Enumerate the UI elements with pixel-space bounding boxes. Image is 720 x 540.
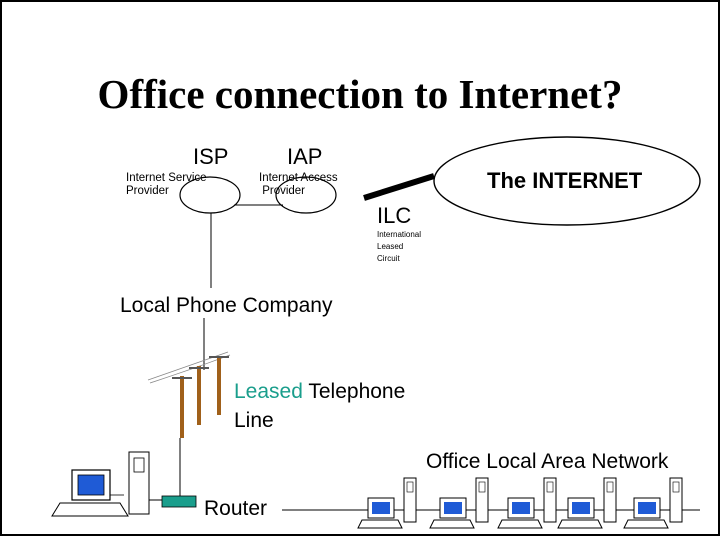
isp-label: ISP — [193, 144, 229, 169]
ilc-label: ILC — [377, 203, 412, 228]
telephone-poles-icon — [147, 351, 231, 438]
lan-workstation-icon — [623, 477, 683, 529]
leased-line2: Line — [234, 409, 274, 432]
iap-description: Internet Access Provider — [259, 172, 338, 197]
lan-workstation-icon — [497, 477, 557, 529]
desktop-computer-icon — [51, 451, 150, 517]
lan-workstation-icon — [557, 477, 617, 529]
ilc-description: International Leased Circuit — [377, 230, 422, 263]
isp-description: Internet Service Provider — [126, 172, 207, 197]
page-title: Office connection to Internet? — [97, 71, 623, 117]
isp-ellipse — [179, 176, 241, 214]
ilc-link — [363, 173, 435, 201]
lan-workstation-icon — [357, 477, 417, 529]
office-lan-label: Office Local Area Network — [426, 450, 669, 473]
router-icon — [161, 495, 197, 508]
leased-word: Leased — [234, 380, 303, 403]
iap-label: IAP — [287, 144, 323, 169]
internet-label: The INTERNET — [487, 168, 643, 193]
local-phone-company-label: Local Phone Company — [120, 294, 333, 317]
iap-ellipse — [275, 176, 337, 214]
internet-ellipse — [433, 136, 701, 226]
router-label: Router — [204, 497, 268, 520]
leased-rest: Telephone — [302, 380, 406, 403]
lan-workstation-icon — [429, 477, 489, 529]
